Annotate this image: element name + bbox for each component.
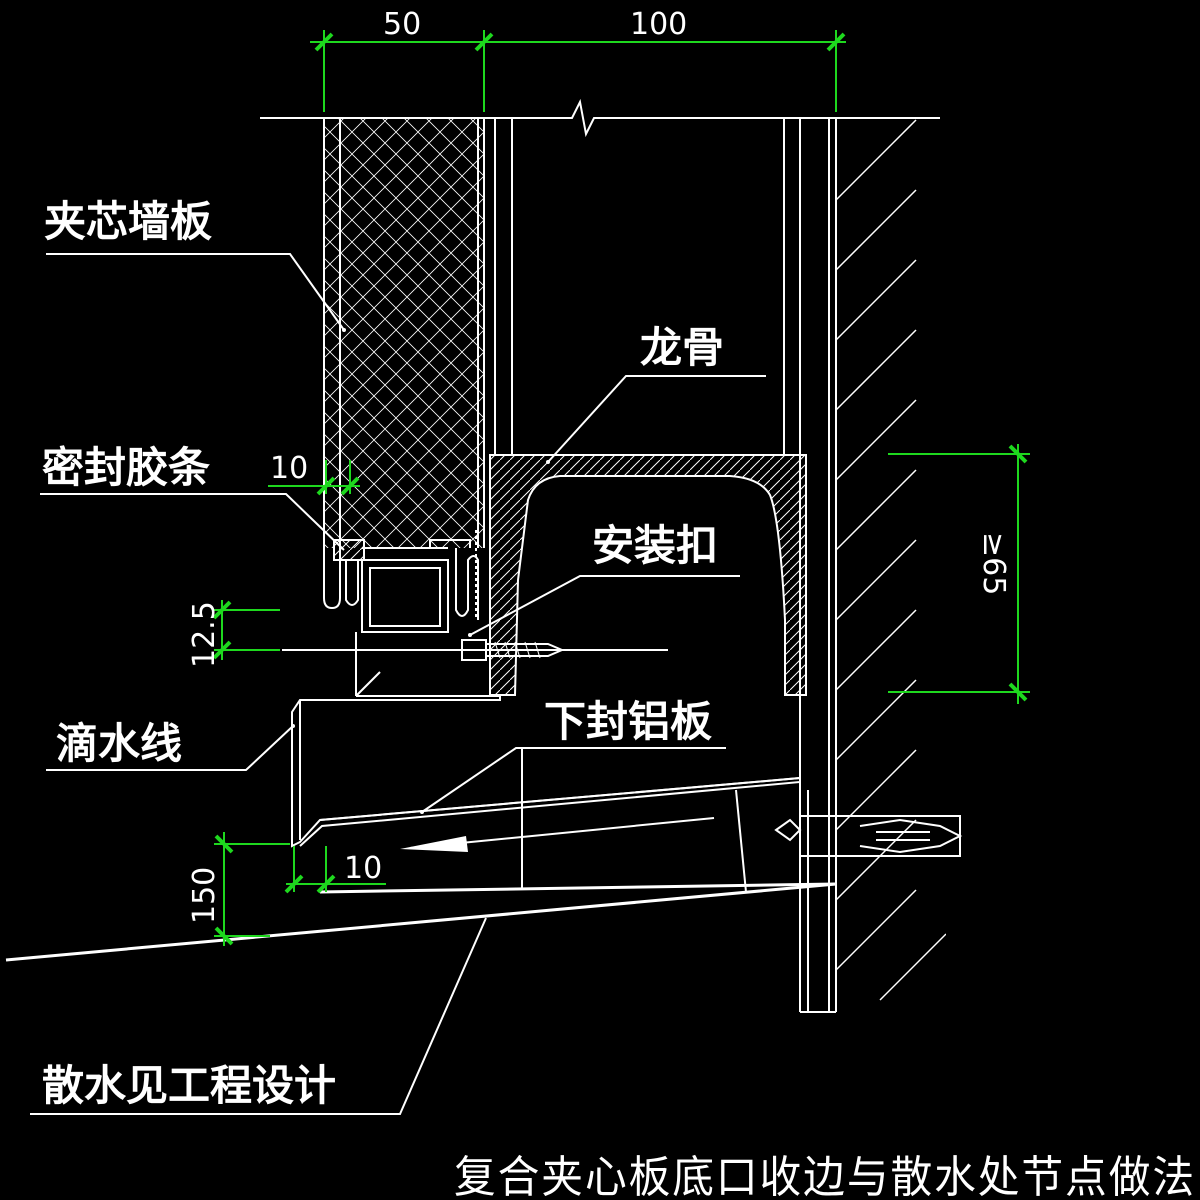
drainage-arrow — [400, 817, 715, 852]
keel-frame — [494, 118, 837, 1013]
top-break-line — [260, 98, 940, 138]
dim-seal-gap: 10 — [270, 451, 308, 486]
label-apron-note: 散水见工程设计 — [42, 1061, 336, 1110]
sandwich-panel — [323, 118, 485, 610]
dim-top-left: 50 — [383, 7, 421, 42]
dim-drip-offset: 10 — [344, 851, 382, 886]
label-keel: 龙骨 — [640, 323, 724, 372]
structural-wall-hatch — [836, 119, 946, 1001]
dim-apron-height: 150 — [187, 867, 222, 924]
seal-and-tube — [333, 530, 500, 697]
screw — [282, 633, 668, 661]
label-seal-strip: 密封胶条 — [42, 443, 210, 492]
label-sandwich-panel: 夹芯墙板 — [44, 197, 212, 246]
leader-lines — [30, 253, 766, 1115]
dim-clip-offset: 12.5 — [187, 601, 222, 668]
apron-slab — [5, 748, 837, 962]
drawing-title: 复合夹心板底口收边与散水处节点做法 — [454, 1152, 1196, 1200]
dim-top-right: 100 — [630, 7, 687, 42]
label-bottom-aluminum-plate: 下封铝板 — [544, 697, 712, 746]
dim-height-min: ≥65 — [976, 532, 1011, 595]
dimension-lines — [212, 30, 1030, 946]
anchor-bolt — [774, 815, 963, 857]
label-install-clip: 安装扣 — [592, 521, 718, 570]
label-drip-line: 滴水线 — [56, 719, 182, 768]
